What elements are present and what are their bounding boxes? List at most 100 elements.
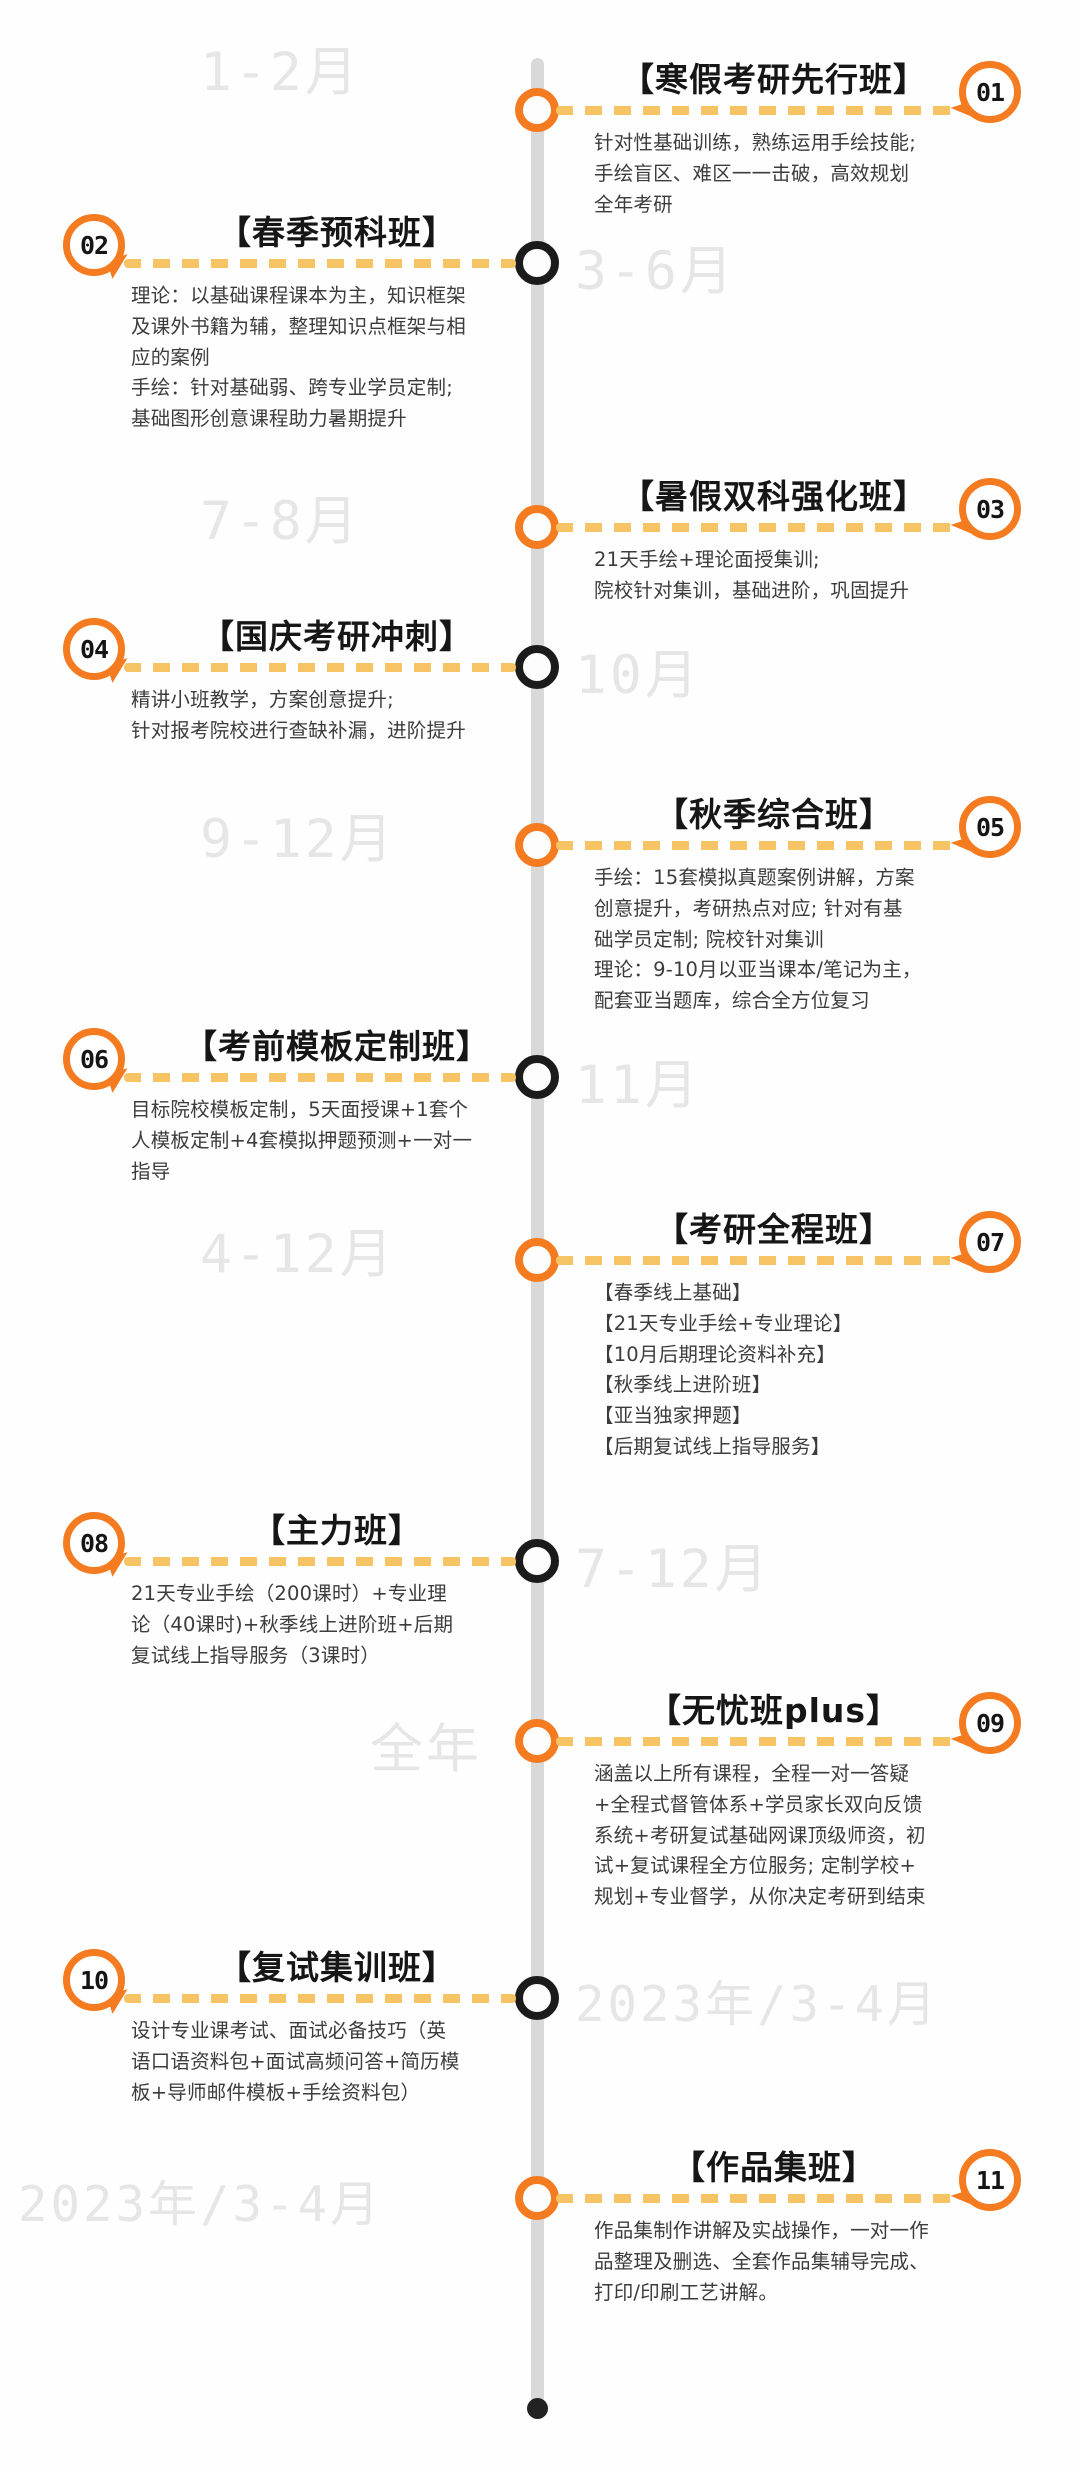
connector-dash-07 [556, 1256, 956, 1265]
entry-title-03: 【暑假双科强化班】 [621, 477, 927, 516]
timeline-node-09[interactable] [515, 1719, 559, 1763]
month-label-07: 4-12月 [200, 1224, 396, 1285]
entry-body-08: 21天专业手绘（200课时）+专业理 论（40课时)+秋季线上进阶班+后期 复试… [131, 1582, 454, 1667]
timeline-end-dot [527, 2398, 548, 2419]
entry-content-10: 【复试集训班】 [158, 1948, 516, 1987]
entry-title-10: 【复试集训班】 [218, 1948, 456, 1987]
entry-content-03: 【暑假双科强化班】 [594, 477, 954, 516]
month-label-05: 9-12月 [200, 809, 396, 870]
badge-ring-icon [63, 1949, 125, 2011]
badge-number: 03 [975, 494, 1005, 524]
entry-body-01: 针对性基础训练，熟练运用手绘技能; 手绘盲区、难区一一击破，高效规划 全年考研 [594, 131, 916, 216]
month-label-09: 全年 [370, 1719, 482, 1780]
entry-title-02: 【春季预科班】 [218, 213, 456, 252]
month-label-04: 10月 [575, 645, 701, 706]
timeline-node-04[interactable] [515, 645, 559, 689]
entry-body-10: 设计专业课考试、面试必备技巧（英 语口语资料包+面试高频问答+简历模 板+导师邮… [131, 2019, 460, 2104]
entry-content-09: 【无忧班plus】 [594, 1691, 954, 1730]
timeline-node-03[interactable] [515, 505, 559, 549]
entry-content-11: 【作品集班】 [594, 2148, 954, 2187]
timeline-node-01[interactable] [515, 88, 559, 132]
month-label-08: 7-12月 [575, 1539, 771, 1600]
connector-dash-06 [124, 1073, 516, 1082]
entry-content-06: 【考前模板定制班】 [158, 1027, 516, 1066]
entry-body-07: 【春季线上基础】 【21天专业手绘+专业理论】 【10月后期理论资料补充】 【秋… [594, 1281, 853, 1458]
badge-01[interactable]: 01 [950, 61, 1021, 126]
entry-title-07: 【考研全程班】 [655, 1210, 893, 1249]
badge-06[interactable]: 06 [63, 1028, 134, 1093]
badge-number: 02 [79, 230, 109, 260]
entry-body-11: 作品集制作讲解及实战操作，一对一作 品整理及删选、全套作品集辅导完成、 打印/印… [594, 2219, 929, 2304]
connector-dash-02 [124, 259, 516, 268]
badge-05[interactable]: 05 [950, 796, 1021, 861]
entry-body-03: 21天手绘+理论面授集训; 院校针对集训，基础进阶，巩固提升 [594, 548, 910, 602]
badge-number: 07 [975, 1227, 1005, 1257]
month-label-02: 3-6月 [575, 241, 736, 302]
entry-content-04: 【国庆考研冲刺】 [158, 617, 516, 656]
entry-title-06: 【考前模板定制班】 [184, 1027, 490, 1066]
entry-title-11: 【作品集班】 [672, 2148, 876, 2187]
badge-ring-icon [959, 796, 1021, 858]
timeline-spine [531, 58, 544, 2403]
entry-title-01: 【寒假考研先行班】 [621, 60, 927, 99]
badge-number: 05 [975, 812, 1005, 842]
timeline-node-07[interactable] [515, 1238, 559, 1282]
entry-content-02: 【春季预科班】 [158, 213, 516, 252]
entry-title-04: 【国庆考研冲刺】 [201, 617, 473, 656]
entry-content-01: 【寒假考研先行班】 [594, 60, 954, 99]
badge-09[interactable]: 09 [950, 1692, 1021, 1757]
badge-number: 06 [79, 1044, 109, 1074]
connector-dash-10 [124, 1994, 516, 2003]
badge-number: 09 [975, 1708, 1005, 1738]
entry-title-08: 【主力班】 [252, 1511, 422, 1550]
entry-body-04: 精讲小班教学，方案创意提升; 针对报考院校进行查缺补漏，进阶提升 [131, 688, 466, 742]
entry-body-09: 涵盖以上所有课程，全程一对一答疑 +全程式督管体系+学员家长双向反馈 系统+考研… [594, 1762, 926, 1909]
badge-04[interactable]: 04 [63, 618, 134, 683]
badge-ring-icon [959, 478, 1021, 540]
timeline-node-10[interactable] [515, 1976, 559, 2020]
badge-10[interactable]: 10 [63, 1949, 134, 2014]
connector-dash-01 [556, 106, 956, 115]
entry-body-05: 手绘：15套模拟真题案例讲解，方案 创意提升，考研热点对应; 针对有基 础学员定… [594, 866, 922, 1013]
entry-content-05: 【秋季综合班】 [594, 796, 954, 833]
badge-ring-icon [63, 214, 125, 276]
badge-ring-icon [63, 1512, 125, 1574]
badge-number: 10 [79, 1965, 109, 1995]
month-label-10: 2023年/3-4月 [575, 1976, 940, 2033]
month-label-01: 1-2月 [200, 42, 361, 103]
badge-ring-icon [959, 2149, 1021, 2211]
timeline-node-11[interactable] [515, 2176, 559, 2220]
connector-dash-08 [124, 1557, 516, 1566]
badge-11[interactable]: 11 [950, 2149, 1021, 2214]
connector-dash-03 [556, 523, 956, 532]
badge-02[interactable]: 02 [63, 214, 134, 279]
month-label-03: 7-8月 [200, 491, 361, 552]
badge-07[interactable]: 07 [950, 1211, 1021, 1276]
entry-body-06: 目标院校模板定制，5天面授课+1套个 人模板定制+4套模拟押题预测+一对一 指导 [131, 1098, 473, 1183]
badge-ring-icon [959, 1692, 1021, 1754]
month-label-06: 11月 [575, 1055, 701, 1116]
timeline-node-02[interactable] [515, 241, 559, 285]
badge-03[interactable]: 03 [950, 478, 1021, 543]
entry-body-02: 理论：以基础课程课本为主，知识框架 及课外书籍为辅，整理知识点框架与相 应的案例… [131, 284, 466, 431]
badge-number: 01 [975, 77, 1005, 107]
connector-dash-05 [556, 841, 956, 850]
badge-ring-icon [959, 61, 1021, 123]
entry-content-08: 【主力班】 [158, 1511, 516, 1550]
badge-number: 04 [79, 634, 109, 664]
entry-content-07: 【考研全程班】 [594, 1210, 954, 1249]
badge-number: 08 [79, 1528, 109, 1558]
badge-number: 11 [975, 2165, 1005, 2195]
entry-title-09: 【无忧班plus】 [647, 1691, 901, 1730]
timeline-node-06[interactable] [515, 1055, 559, 1099]
connector-dash-11 [556, 2194, 956, 2203]
month-label-11: 2023年/3-4月 [18, 2176, 383, 2233]
connector-dash-04 [124, 663, 516, 672]
timeline-node-08[interactable] [515, 1539, 559, 1583]
badge-08[interactable]: 08 [63, 1512, 134, 1577]
badge-ring-icon [63, 1028, 125, 1090]
timeline-node-05[interactable] [515, 823, 559, 867]
connector-dash-09 [556, 1737, 956, 1746]
badge-ring-icon [63, 618, 125, 680]
